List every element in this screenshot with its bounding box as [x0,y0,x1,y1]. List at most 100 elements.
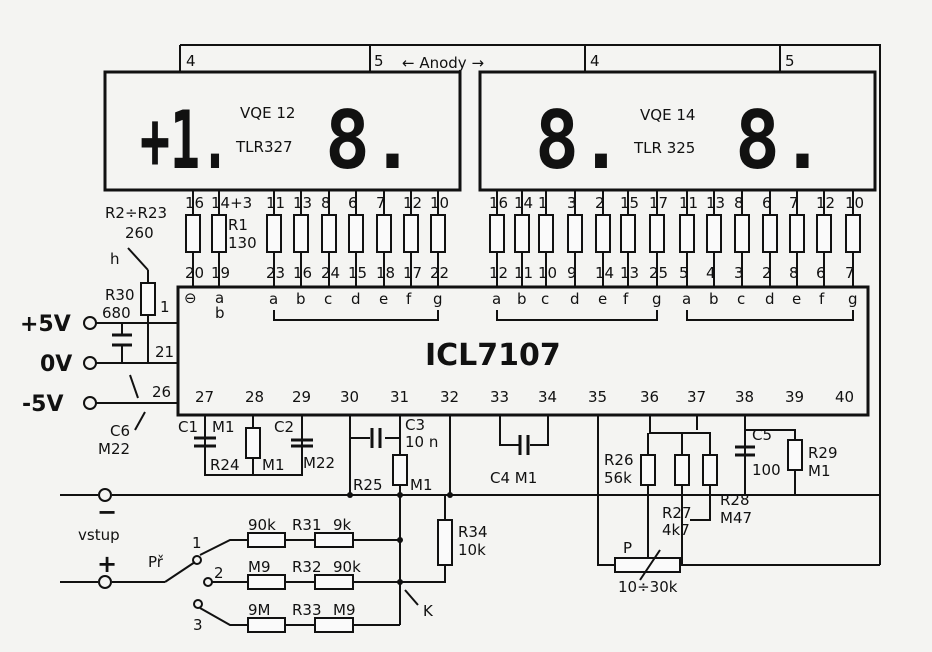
anode-pin: 4 [186,52,196,70]
label: M22 [98,440,130,458]
segment-resistor [185,214,201,253]
ic-pin: 2 [762,264,772,282]
minus-segment: ⊖ [184,289,197,307]
pin-num: 28 [245,388,264,406]
ic-pin: 17 [403,264,422,282]
segment-resistor [211,214,227,253]
ic-pin: 19 [211,264,230,282]
seg-letter: b [215,304,225,322]
segment-resistor [789,214,805,253]
display-pin: 8 [321,194,331,212]
plus5v-terminal[interactable] [83,316,97,330]
seg-letter: b [517,290,527,308]
pin-num: 31 [390,388,409,406]
label: R26 [604,451,634,469]
label: 680 [102,304,131,322]
ic-pin: 5 [679,264,689,282]
label: 4k7 [662,521,690,539]
pin-num: 37 [687,388,706,406]
ic-pin: 10 [538,264,557,282]
label: R24 [210,456,240,474]
label: -5V [22,392,63,417]
seg-letter: e [598,290,607,308]
ic-pin: 6 [816,264,826,282]
pin-num: 29 [292,388,311,406]
ic-pin: 18 [376,264,395,282]
minus5v-terminal[interactable] [83,396,97,410]
pin-num: 26 [152,383,171,401]
segment-resistors: 162014+319112313168246157181217102216121… [185,190,864,287]
pin-num: 38 [735,388,754,406]
label: 1 [192,534,202,552]
label: vstup [78,526,120,544]
pin-num: 39 [785,388,804,406]
segment-resistor [679,214,695,253]
label: P [623,539,632,557]
display-pin: 17 [649,194,668,212]
label: 130 [228,234,257,252]
segment-resistor [293,214,309,253]
anode-pin: 4 [590,52,600,70]
seg-letter: e [792,290,801,308]
display-pin: 13 [706,194,725,212]
display-pin: 14+3 [211,194,252,212]
segment-resistor [266,214,282,253]
label: R25 [353,476,383,494]
display-pin: 11 [266,194,285,212]
integrator-section: C1 M1 R24 M1 C2 M22 C3 10 n R25 M1 C4 M1… [178,415,880,625]
pin-num: 33 [490,388,509,406]
label: 260 [125,224,154,242]
ic-pin: 13 [620,264,639,282]
segment-resistor [762,214,778,253]
segment-resistor [816,214,832,253]
resistor-label: 90k [333,558,361,576]
label: R28 [720,491,750,509]
label: M1 [410,476,433,494]
display-pin: 7 [789,194,799,212]
label: C6 [110,422,130,440]
segment-resistor [649,214,665,253]
ic-pin: 7 [845,264,855,282]
label: 2 [214,564,224,582]
ic-pin: 12 [489,264,508,282]
seg-letter: c [541,290,549,308]
segment-resistor [734,214,750,253]
display-pin: 1 [538,194,548,212]
display-vqe12: +1. VQE 12 TLR327 8. [103,70,462,192]
label: C5 [752,426,772,444]
label: R1 [228,216,248,234]
label: M1 [212,418,235,436]
resistor-label: M9 [333,601,356,619]
display-pin: 6 [762,194,772,212]
segment-resistor [514,214,530,253]
segment-resistor [348,214,364,253]
seg-letter: f [819,290,825,308]
display-pin: 6 [348,194,358,212]
segment-resistor [845,214,861,253]
display-pin: 14 [514,194,533,212]
r34-value: 10k [458,541,486,559]
label: − [97,498,117,526]
display-pin: 10 [845,194,864,212]
label: R2÷R23 [105,204,167,222]
label: R30 [105,286,135,304]
pin-num: 34 [538,388,557,406]
seg-letter: d [570,290,580,308]
label: M1 [808,462,831,480]
ic-name: ICL7107 [425,338,561,373]
input-minus-terminal[interactable] [98,488,112,502]
segment-resistor [595,214,611,253]
display-vqe14: 8. VQE 14 TLR 325 8. [478,70,877,192]
ic-pin: 8 [789,264,799,282]
ic-pin: 3 [734,264,744,282]
display-pin: 15 [620,194,639,212]
input-plus-terminal[interactable] [98,575,112,589]
label: R29 [808,444,838,462]
ic-pin: 11 [514,264,533,282]
zero-terminal[interactable] [83,356,97,370]
seg-letter: c [737,290,745,308]
display-pin: 2 [595,194,605,212]
label: 0V [40,352,72,377]
